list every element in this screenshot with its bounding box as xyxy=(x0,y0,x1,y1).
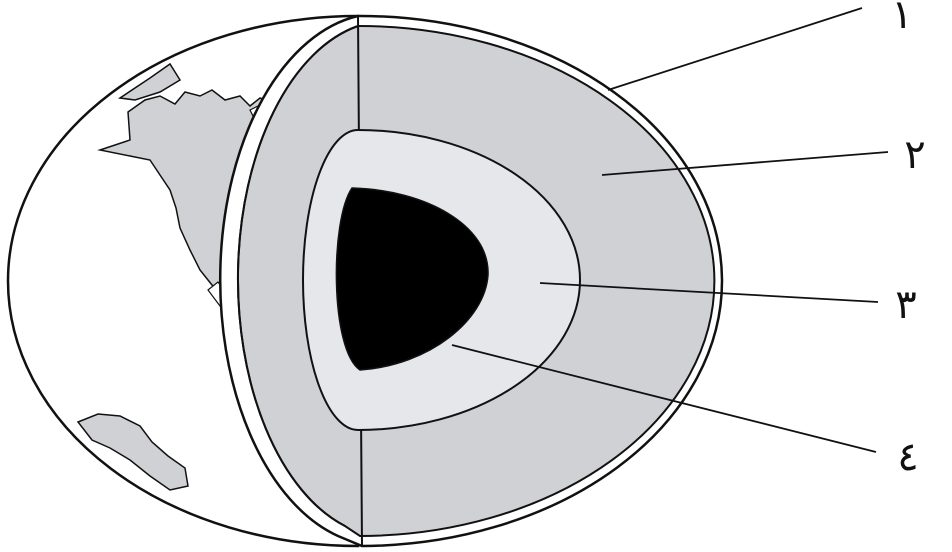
label-1: ١ xyxy=(891,0,912,38)
label-2: ٢ xyxy=(904,132,925,178)
leader-line-1 xyxy=(608,8,862,90)
label-4: ٤ xyxy=(897,434,918,480)
label-3: ٣ xyxy=(895,282,916,328)
